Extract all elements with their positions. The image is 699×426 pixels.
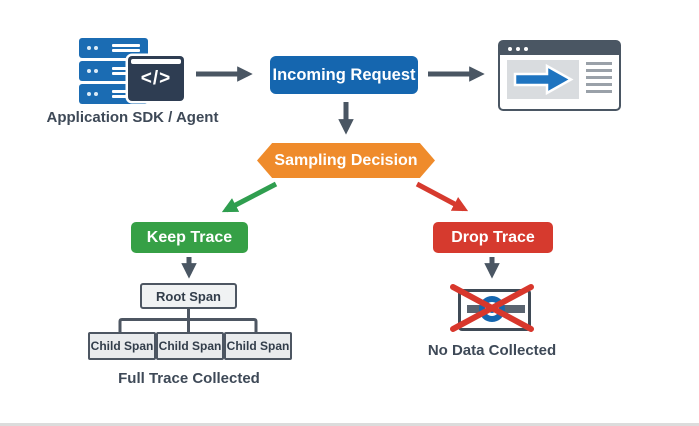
bottom-divider [0,423,699,426]
root-span-node: Root Span [140,283,237,309]
code-window-icon: </> [128,56,184,101]
keep-trace-label: Keep Trace [146,228,233,246]
sampling-decision-node: Sampling Decision [257,143,435,178]
child-span-node: Child Span [156,332,224,360]
no-data-collected-label: No Data Collected [427,342,557,359]
child-span-label: Child Span [90,339,154,353]
server-vent-line [112,49,140,52]
browser-titlebar [500,42,619,55]
browser-text-line [586,62,612,65]
keep-trace-node: Keep Trace [131,222,248,253]
sampling-decision-label: Sampling Decision [274,151,418,169]
red-x-icon [450,284,534,332]
incoming-request-label: Incoming Request [272,65,416,84]
child-span-node: Child Span [224,332,292,360]
browser-window-icon [498,40,621,111]
server-vent-line [112,90,140,93]
server-vent-line [112,44,140,47]
drop-trace-label: Drop Trace [451,228,535,246]
browser-text-line [586,83,612,86]
code-glyph: </> [140,67,172,89]
child-span-node: Child Span [88,332,156,360]
server-vent-line [112,95,140,98]
browser-text-line [586,76,612,79]
drop-trace-node: Drop Trace [433,222,553,253]
code-window-titlebar [131,59,181,64]
server-led-icon [94,92,98,96]
server-led-icon [87,69,91,73]
server-led-icon [94,46,98,50]
root-to-children-connector [118,305,258,332]
application-sdk-agent-label: Application SDK / Agent [46,109,219,126]
server-vent-line [112,72,140,75]
right-arrow-icon [513,63,574,96]
full-trace-collected-label: Full Trace Collected [118,370,260,387]
server-stack-icon [79,38,148,58]
browser-dot-icon [508,46,512,51]
database-crossed-out-icon [450,284,534,333]
incoming-request-node: Incoming Request [270,56,418,94]
child-span-label: Child Span [158,339,222,353]
browser-text-line [586,69,612,72]
server-led-icon [87,92,91,96]
server-led-icon [94,69,98,73]
browser-content-panel [507,60,579,99]
root-span-label: Root Span [156,288,221,304]
server-led-icon [87,46,91,50]
browser-dot-icon [524,46,528,51]
child-span-label: Child Span [226,339,290,353]
browser-text-line [586,90,612,93]
arrow-decision-to-keep [221,181,278,213]
server-vent-line [112,67,140,70]
browser-dot-icon [516,46,520,51]
arrow-decision-to-drop [415,181,469,212]
